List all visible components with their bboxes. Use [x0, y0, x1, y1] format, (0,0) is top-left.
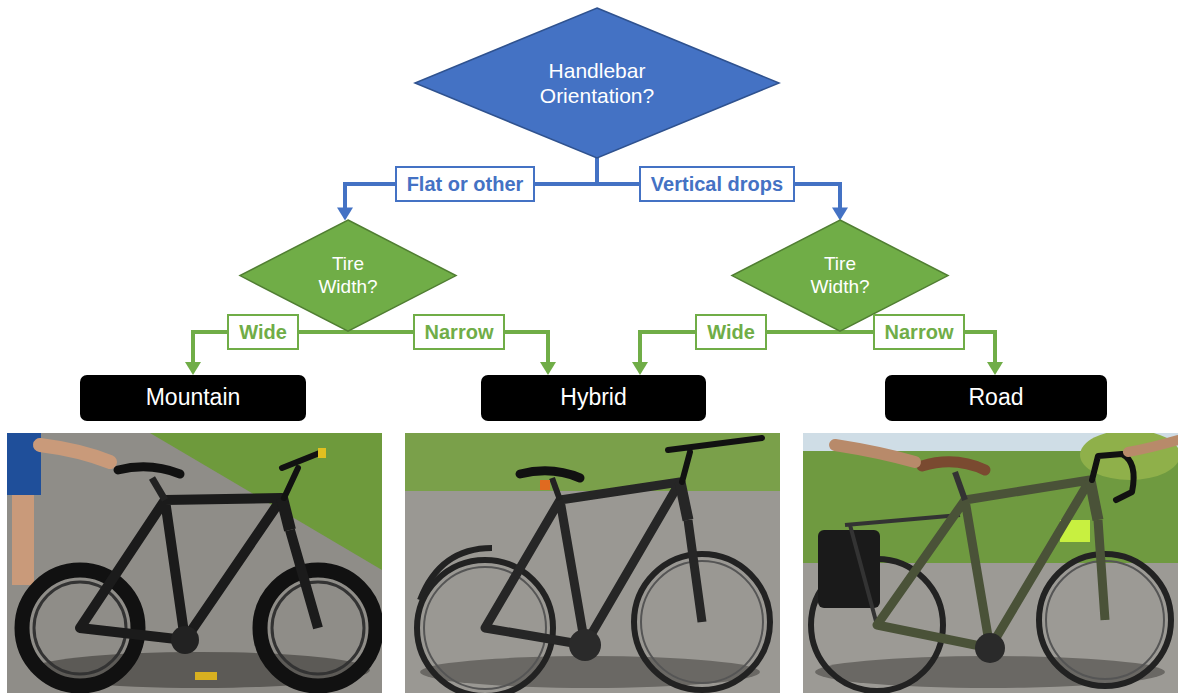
connector-line [345, 158, 597, 209]
node-label: Road [969, 384, 1024, 412]
edge-label: Vertical drops [639, 166, 795, 202]
chainring [569, 629, 601, 661]
drop-handlebar [1092, 454, 1134, 500]
arrowhead [185, 362, 201, 375]
node-text-group: Tire Width? [318, 253, 377, 299]
flat-handlebar [668, 438, 762, 482]
arrowhead [987, 362, 1003, 375]
arrowhead [632, 362, 648, 375]
head-tube [1090, 480, 1098, 520]
edge-label: Wide [695, 314, 767, 350]
connector-arrow [597, 158, 848, 220]
node-text-group: Hybrid [560, 384, 626, 412]
hybrid-bike-photo [405, 433, 780, 693]
edge-label: Flat or other [395, 166, 536, 202]
bike-frame [877, 480, 1105, 648]
person-hand [1128, 440, 1178, 452]
decision-diamond: Handlebar Orientation? [415, 8, 779, 158]
saddle [520, 471, 580, 478]
chainring [975, 633, 1005, 663]
edge-label: Wide [227, 314, 299, 350]
bike-frame [80, 498, 318, 640]
chainring [171, 626, 199, 654]
saddle [922, 462, 985, 470]
seat-post [955, 472, 965, 500]
diamond-outline [415, 8, 779, 158]
paving [7, 433, 382, 693]
head-tube [680, 482, 688, 520]
result-box: Mountain [80, 375, 306, 421]
road-bike-photo [803, 433, 1178, 693]
result-box: Hybrid [481, 375, 706, 421]
arrowhead [540, 362, 556, 375]
node-label: Handlebar Orientation? [540, 58, 654, 108]
seat-post [152, 478, 165, 500]
person-arm [835, 445, 915, 462]
node-label: Tire Width? [810, 253, 869, 299]
bike-frame [485, 482, 702, 645]
node-label: Tire Width? [318, 253, 377, 299]
handlebar [282, 452, 322, 498]
node-text-group: Mountain [146, 384, 241, 412]
node-text-group: Road [969, 384, 1024, 412]
diamond-shape [415, 8, 779, 158]
arrowhead [337, 207, 353, 220]
seat-post [552, 478, 560, 500]
grip [318, 448, 326, 458]
pedal [195, 672, 217, 680]
edge-label: Narrow [413, 314, 506, 350]
node-label: Mountain [146, 384, 241, 412]
node-label: Hybrid [560, 384, 626, 412]
saddle [118, 467, 180, 474]
node-text-group: Handlebar Orientation? [540, 58, 654, 108]
connector-line [597, 158, 840, 209]
mountain-bike-photo [7, 433, 382, 693]
head-tube [282, 498, 290, 530]
arrowhead [832, 207, 848, 220]
grass [405, 433, 780, 491]
edge-label: Narrow [873, 314, 966, 350]
connector-arrow [337, 158, 597, 220]
reflector [540, 480, 550, 490]
person-arm [40, 445, 110, 462]
node-text-group: Tire Width? [810, 253, 869, 299]
fender [420, 548, 492, 600]
result-box: Road [885, 375, 1107, 421]
person-leg [12, 495, 34, 585]
